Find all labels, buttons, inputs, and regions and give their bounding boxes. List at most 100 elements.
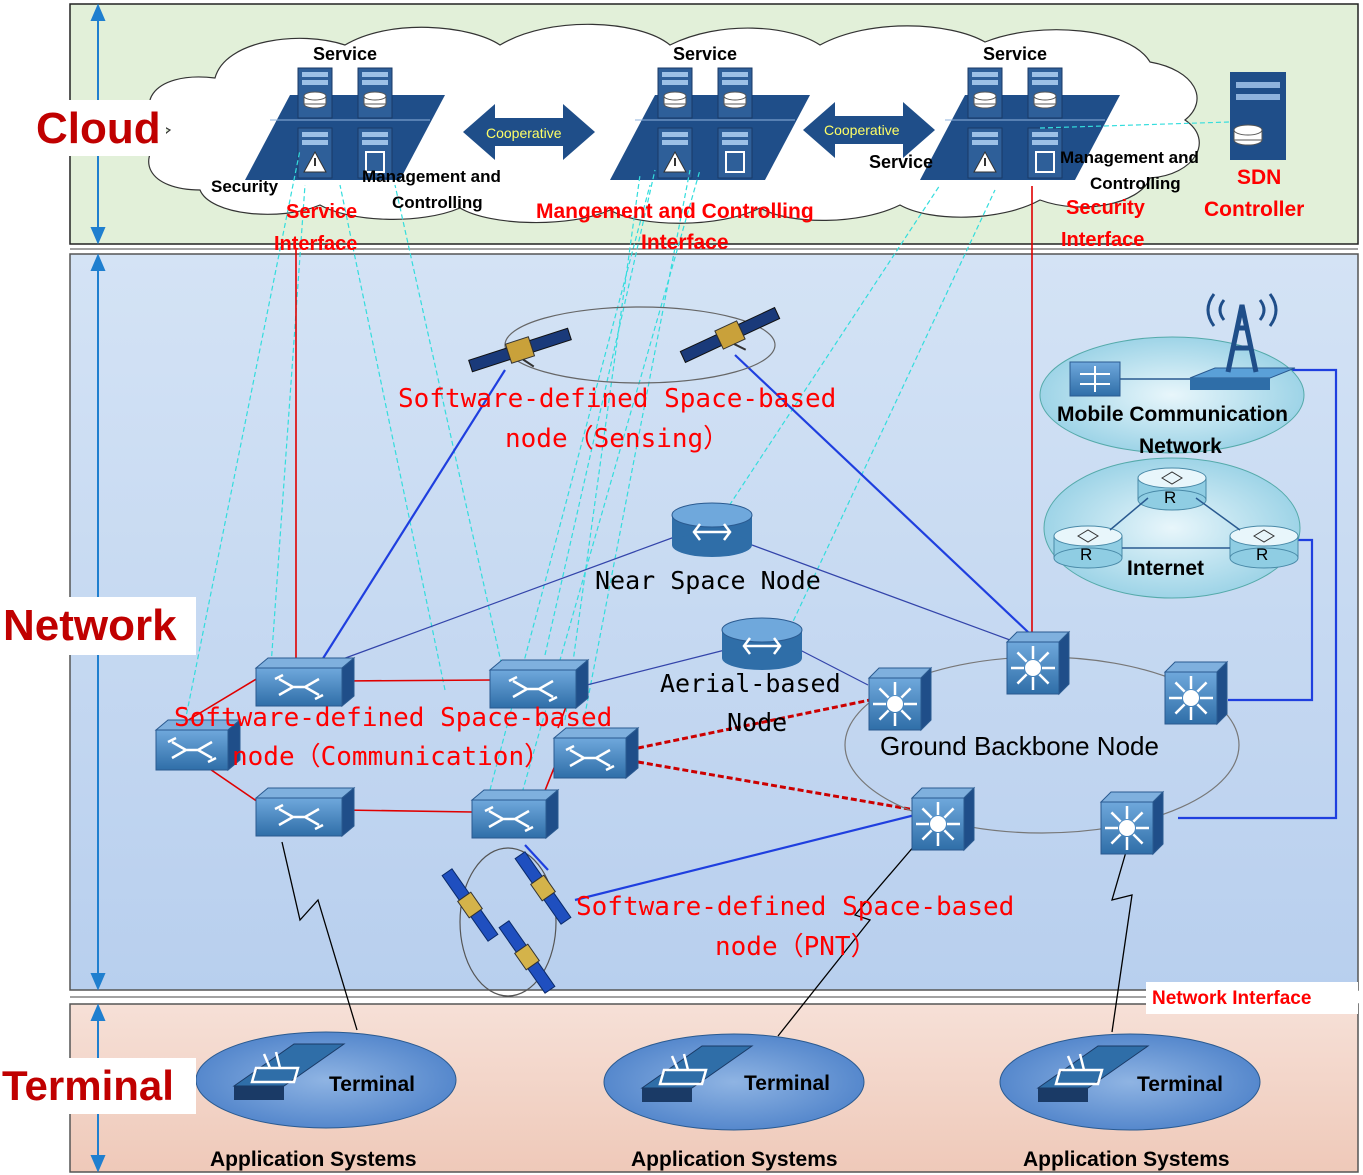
service-label-4: Service xyxy=(869,152,933,172)
service-label-1: Service xyxy=(313,44,377,64)
backbone-hub-3 xyxy=(1163,660,1229,726)
cyan-link-6 xyxy=(564,174,641,721)
sensing-label-line1: Software-defined Space-based xyxy=(398,384,836,414)
cooperative-label-1: Cooperative xyxy=(486,125,562,141)
terminal-label-2: Terminal xyxy=(744,1072,830,1095)
server-icon-1 xyxy=(297,67,333,119)
service-platform-1 xyxy=(245,95,445,180)
server-icon-11 xyxy=(967,127,1003,179)
network-title: Network xyxy=(3,601,177,650)
comm-switch-6 xyxy=(470,788,560,840)
backbone-hub-2 xyxy=(867,666,933,732)
pnt-satellite-1 xyxy=(441,868,499,942)
server-icon-2 xyxy=(357,67,393,119)
security-label: Security xyxy=(211,177,279,196)
cooperative-arrow-2 xyxy=(803,102,935,158)
blue-link-6 xyxy=(1178,368,1338,820)
aerial-label-line2: Node xyxy=(727,708,787,737)
network-interface-label: Network Interface xyxy=(1152,988,1311,1009)
ground-backbone-label: Ground Backbone Node xyxy=(880,731,1159,761)
blue-link-1 xyxy=(321,369,506,661)
blue-link-5 xyxy=(1228,538,1314,702)
device-layer xyxy=(154,293,1299,1131)
server-icon-6 xyxy=(717,67,753,119)
backbone-hub-1 xyxy=(1005,630,1071,696)
cooperative-label-2: Cooperative xyxy=(824,122,900,138)
app-systems-caption-3: Application Systems xyxy=(1023,1148,1230,1171)
cyan-link-1 xyxy=(184,149,301,723)
cloud-title: Cloud xyxy=(36,104,161,153)
red-dashed-link-2 xyxy=(637,760,916,812)
terminal-title: Terminal xyxy=(2,1062,174,1109)
terminal-title-bg xyxy=(0,1058,196,1114)
mgmt-interface-line1: Mangement and Controlling xyxy=(536,200,814,223)
thin-link-2 xyxy=(751,544,1011,641)
router-label-top: R xyxy=(1164,488,1176,507)
mgmt-interface-line2: Interface xyxy=(641,231,729,254)
backbone-hub-4 xyxy=(910,786,976,852)
internet-label: Internet xyxy=(1127,557,1204,580)
app-systems-caption-1: Application Systems xyxy=(210,1148,417,1171)
internet-router-links xyxy=(1109,497,1241,549)
service-label-3: Service xyxy=(983,44,1047,64)
server-icon-7 xyxy=(657,127,693,179)
terminal-icon-1 xyxy=(195,1031,457,1129)
thin-link-3 xyxy=(574,649,726,689)
comm-switch-2 xyxy=(488,658,590,710)
comm-label-line1: Software-defined Space-based xyxy=(174,703,612,733)
sensing-satellite-1 xyxy=(468,327,572,373)
internet-router-right xyxy=(1229,525,1299,569)
app-systems-caption-2: Application Systems xyxy=(631,1148,838,1171)
mobile-switch-icon xyxy=(1069,361,1195,397)
mgmt-label-2-line1: Management and xyxy=(1060,148,1199,167)
cyan-link-4 xyxy=(394,184,506,681)
internet-router-left xyxy=(1053,525,1123,569)
aerial-label-line1: Aerial-based xyxy=(660,669,841,698)
blue-link-2 xyxy=(734,354,1029,633)
service-interface-line2: Interface xyxy=(274,233,357,255)
cyan-link-7 xyxy=(579,169,691,741)
server-icon-9 xyxy=(967,67,1003,119)
comm-switch-3 xyxy=(154,718,242,772)
cyan-link-11 xyxy=(519,169,701,801)
pnt-label-line2: node（PNT） xyxy=(715,932,877,962)
red-link-6 xyxy=(341,809,473,813)
sdn-label-line1: SDN xyxy=(1237,166,1281,189)
sdn-label-line2: Controller xyxy=(1204,198,1304,221)
wireless-links xyxy=(281,841,1133,1037)
sdn-controller-icon xyxy=(1230,72,1286,160)
security-interface-line1: Security xyxy=(1066,197,1146,219)
mgmt-label-2-line2: Controlling xyxy=(1090,174,1181,193)
sensing-orbit xyxy=(504,306,776,384)
red-dashed-link-1 xyxy=(637,698,871,750)
cyan-link-9 xyxy=(724,184,941,513)
near-space-node-icon xyxy=(671,502,753,557)
blue-link-3 xyxy=(574,813,916,902)
near-space-label: Near Space Node xyxy=(595,566,821,595)
blue-link-4 xyxy=(524,844,549,871)
server-icons xyxy=(297,67,1063,179)
server-icon-10 xyxy=(1027,67,1063,119)
comm-label-line2: node（Communication） xyxy=(232,742,550,772)
red-link-3 xyxy=(184,677,259,723)
comm-switch-4 xyxy=(552,726,640,780)
server-icon-8 xyxy=(717,127,753,179)
server-icon-3 xyxy=(297,127,333,179)
internet-router-top xyxy=(1137,467,1207,511)
wireless-link-1 xyxy=(281,841,358,1031)
pnt-satellite-3 xyxy=(498,920,556,994)
pnt-satellite-2 xyxy=(514,851,572,925)
cloud-title-bg xyxy=(28,100,166,156)
thin-blue-links xyxy=(339,534,1011,689)
server-icon-12 xyxy=(1027,127,1063,179)
cyan-links xyxy=(184,121,1231,801)
terminal-icon-3 xyxy=(999,1033,1261,1131)
router-label-right: R xyxy=(1256,545,1268,564)
cyan-link-2 xyxy=(269,184,306,681)
red-link-5 xyxy=(341,679,493,682)
pnt-orbit xyxy=(459,847,557,997)
service-interface-line1: Service xyxy=(286,201,357,223)
backbone-hub-5 xyxy=(1099,790,1165,856)
comm-switch-5 xyxy=(254,786,356,838)
sensing-label-line2: node（Sensing） xyxy=(505,424,729,454)
